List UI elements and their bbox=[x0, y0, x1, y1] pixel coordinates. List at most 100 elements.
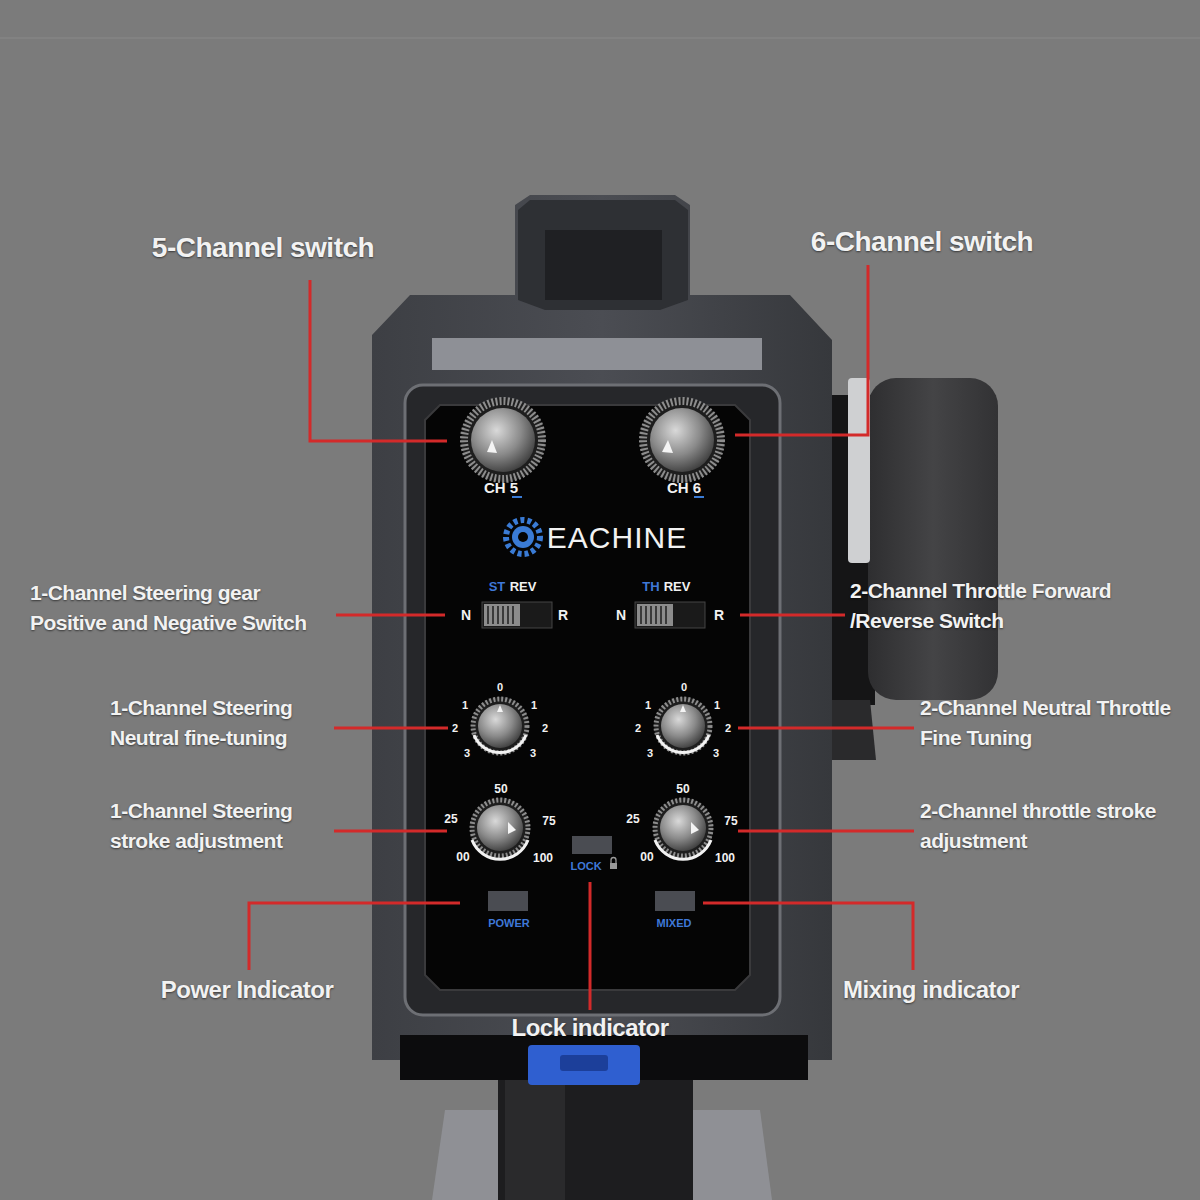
channel-underline bbox=[512, 497, 704, 498]
dial-number: 50 bbox=[676, 782, 689, 796]
switch-label: REV bbox=[664, 579, 691, 595]
ch6-knob bbox=[662, 440, 673, 453]
ch5-knob bbox=[461, 398, 545, 482]
reverse-switch bbox=[482, 602, 705, 628]
dial-number: 2 bbox=[725, 722, 731, 735]
indicator-window bbox=[655, 891, 695, 911]
leader-line bbox=[703, 903, 913, 970]
logo-gear bbox=[512, 526, 534, 548]
dial-number: 00 bbox=[456, 850, 469, 864]
logo-gear bbox=[506, 520, 540, 554]
trim-dial bbox=[657, 735, 709, 753]
callout-label: 6-Channel switch bbox=[811, 222, 1033, 263]
callout-label: Power Indicator bbox=[161, 973, 334, 1008]
switch-label: ST bbox=[489, 579, 506, 595]
indicator-window bbox=[572, 836, 612, 854]
trim-dial bbox=[680, 705, 686, 712]
ch5-knob bbox=[461, 398, 545, 482]
channel-underline bbox=[512, 496, 522, 498]
trim-dial bbox=[656, 699, 710, 753]
callout-label: 2-Channel throttle stroke adjustment bbox=[920, 796, 1188, 857]
switch-position: R bbox=[714, 607, 724, 624]
stroke-dial bbox=[691, 822, 699, 834]
leader-line bbox=[738, 727, 914, 730]
top-edge bbox=[0, 38, 1200, 39]
dial-number: 00 bbox=[640, 850, 653, 864]
dial-number: 2 bbox=[542, 722, 548, 735]
leader-line bbox=[310, 280, 447, 441]
knob-label: CH 5 bbox=[484, 479, 518, 497]
ch6-knob bbox=[650, 408, 714, 472]
lock-clip bbox=[560, 1055, 608, 1071]
logo-gear bbox=[506, 520, 540, 554]
trim-dial bbox=[471, 697, 529, 755]
leader-line bbox=[336, 614, 445, 617]
reverse-switch bbox=[484, 604, 520, 626]
switch-position: N bbox=[616, 607, 626, 624]
leader-line bbox=[334, 727, 448, 730]
trim-dial bbox=[654, 697, 712, 755]
callout-label: 5-Channel switch bbox=[152, 228, 374, 269]
handle bbox=[498, 1075, 693, 1200]
callout-label: 2-Channel Neutral Throttle Fine Tuning bbox=[920, 693, 1188, 754]
steering-wheel bbox=[868, 378, 998, 700]
lock-icon bbox=[610, 858, 617, 870]
dial-number: 3 bbox=[530, 747, 536, 760]
handle bbox=[432, 1075, 772, 1200]
transmitter-body bbox=[518, 200, 688, 310]
leader-line bbox=[249, 903, 460, 970]
reverse-switch bbox=[637, 604, 673, 626]
leader-line bbox=[249, 265, 914, 1010]
dial-number: 50 bbox=[494, 782, 507, 796]
dial-number: 1 bbox=[714, 699, 720, 712]
lock-clip bbox=[528, 1045, 640, 1085]
leader-line bbox=[740, 614, 845, 617]
trim-dial bbox=[478, 704, 522, 748]
leader-line bbox=[334, 830, 447, 833]
dial-number: 100 bbox=[533, 851, 553, 865]
dial-number: 3 bbox=[647, 747, 653, 760]
dial-number: 1 bbox=[645, 699, 651, 712]
dial-number: 1 bbox=[531, 699, 537, 712]
switch-label: REV bbox=[510, 579, 537, 595]
leader-line bbox=[735, 265, 868, 435]
lock-icon bbox=[610, 863, 617, 869]
transmitter-body bbox=[545, 230, 662, 300]
dial-number: 25 bbox=[444, 812, 457, 826]
ch6-knob bbox=[643, 401, 721, 479]
callout-label: Mixing indicator bbox=[843, 973, 1019, 1008]
lock-icon bbox=[611, 858, 616, 864]
stroke-dial bbox=[655, 800, 711, 856]
callout-label: 1-Channel Steering stroke adjustment bbox=[110, 796, 332, 857]
ch6-knob bbox=[640, 398, 724, 482]
indicator-label: POWER bbox=[488, 917, 530, 930]
transmitter-body bbox=[372, 195, 832, 1080]
callout-label: 1-Channel Steering Neutral fine-tuning bbox=[110, 693, 332, 754]
callout-label: Lock indicator bbox=[511, 1011, 668, 1046]
trim-dial bbox=[661, 704, 705, 748]
stroke-dial bbox=[477, 805, 523, 851]
reverse-switch bbox=[635, 602, 705, 628]
ch5-knob bbox=[471, 408, 535, 472]
trim-dial bbox=[473, 699, 527, 753]
knob-label: CH 6 bbox=[667, 479, 701, 497]
transmitter-body bbox=[372, 195, 832, 1060]
dial-number: 75 bbox=[724, 814, 737, 828]
transmitter-body bbox=[425, 405, 750, 990]
dial-number: 3 bbox=[464, 747, 470, 760]
dial-number: 2 bbox=[635, 722, 641, 735]
transmitter-body bbox=[432, 338, 762, 370]
leader-line bbox=[738, 830, 914, 833]
ch6-knob bbox=[640, 398, 724, 482]
stroke-dial bbox=[472, 800, 528, 856]
handle bbox=[505, 1080, 565, 1200]
callout-label: 2-Channel Throttle Forward /Reverse Swit… bbox=[850, 576, 1185, 637]
switch-position: N bbox=[461, 607, 471, 624]
channel-underline bbox=[694, 496, 704, 498]
reverse-switch bbox=[482, 602, 552, 628]
switch-position: R bbox=[558, 607, 568, 624]
dial-number: 3 bbox=[713, 747, 719, 760]
dial-number: 0 bbox=[497, 681, 503, 694]
